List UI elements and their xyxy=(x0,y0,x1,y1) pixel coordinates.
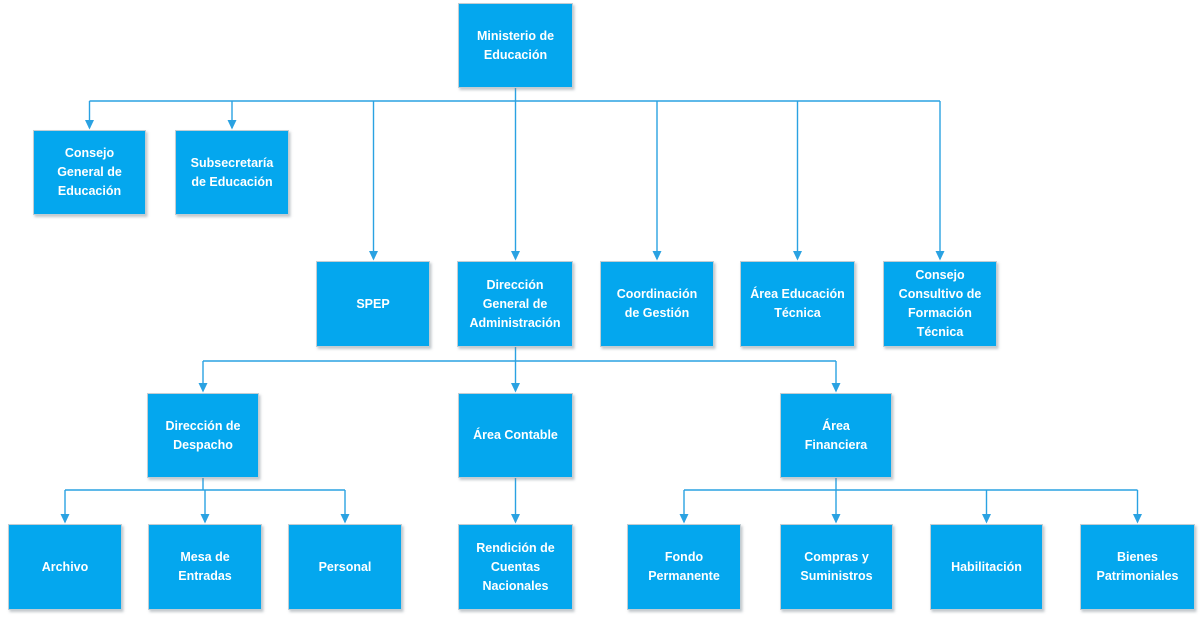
node-direccion-de-despacho[interactable]: Dirección de Despacho xyxy=(147,393,259,478)
node-label: Coordinación de Gestión xyxy=(616,287,698,320)
node-label: Ministerio de Educación xyxy=(476,28,555,62)
node-label: Consejo General de Educación xyxy=(57,146,122,198)
node-label: Fondo Permanente xyxy=(648,550,720,583)
node-label: Bienes Patrimoniales xyxy=(1096,550,1179,583)
node-area-educacion-tecnica[interactable]: Área Educación Técnica xyxy=(740,261,855,347)
node-label: Archivo xyxy=(41,559,89,574)
node-label: Área Educación Técnica xyxy=(750,287,845,320)
node-mesa-de-entradas[interactable]: Mesa de Entradas xyxy=(148,524,262,610)
node-label: Área Financiera xyxy=(804,418,868,452)
node-bienes-patrimoniales[interactable]: Bienes Patrimoniales xyxy=(1080,524,1195,610)
node-ministerio-de-educacion[interactable]: Ministerio de Educación xyxy=(458,3,573,88)
node-spep[interactable]: SPEP xyxy=(316,261,430,347)
node-direccion-general-de-administracion[interactable]: Dirección General de Administración xyxy=(457,261,573,347)
node-label: Habilitación xyxy=(951,559,1022,574)
node-rendicion-de-cuentas-nacionales[interactable]: Rendición de Cuentas Nacionales xyxy=(458,524,573,610)
node-area-contable[interactable]: Área Contable xyxy=(458,393,573,478)
node-consejo-consultivo-de-formacion-tecnica[interactable]: Consejo Consultivo de Formación Técnica xyxy=(883,261,997,347)
node-label: Personal xyxy=(318,559,372,574)
node-label: SPEP xyxy=(356,296,390,311)
node-label: Rendición de Cuentas Nacionales xyxy=(476,540,555,593)
node-label: Dirección de Despacho xyxy=(165,418,241,452)
node-consejo-general-de-educacion[interactable]: Consejo General de Educación xyxy=(33,130,146,215)
node-label: Área Contable xyxy=(473,428,558,442)
node-fondo-permanente[interactable]: Fondo Permanente xyxy=(627,524,741,610)
node-habilitacion[interactable]: Habilitación xyxy=(930,524,1043,610)
node-archivo[interactable]: Archivo xyxy=(8,524,122,610)
node-subsecretaria-de-educacion[interactable]: Subsecretaría de Educación xyxy=(175,130,289,215)
node-coordinacion-de-gestion[interactable]: Coordinación de Gestión xyxy=(600,261,714,347)
node-label: Mesa de Entradas xyxy=(178,550,232,583)
node-personal[interactable]: Personal xyxy=(288,524,402,610)
node-area-financiera[interactable]: Área Financiera xyxy=(780,393,892,478)
node-label: Consejo Consultivo de Formación Técnica xyxy=(898,268,982,339)
node-label: Subsecretaría de Educación xyxy=(190,155,274,189)
node-compras-y-suministros[interactable]: Compras y Suministros xyxy=(780,524,893,610)
node-label: Dirección General de Administración xyxy=(469,277,561,330)
node-label: Compras y Suministros xyxy=(800,550,873,583)
